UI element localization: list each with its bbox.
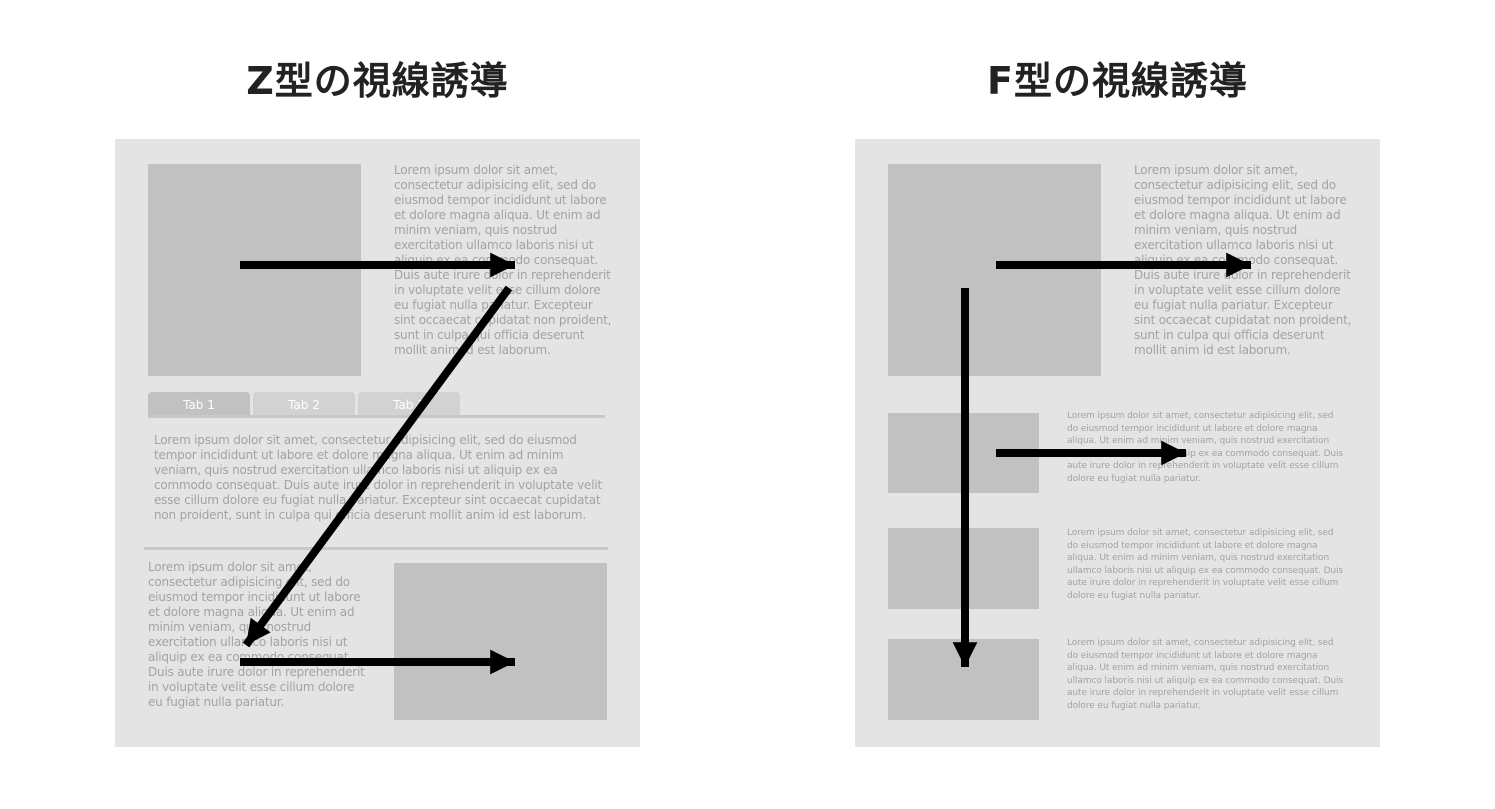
body-text: Lorem ipsum dolor sit amet, consectetur … <box>1134 163 1352 357</box>
tab-1[interactable]: Tab 1 <box>148 392 250 417</box>
tab-underline <box>148 415 605 418</box>
image-placeholder <box>394 563 607 720</box>
list-item-text: Lorem ipsum dolor sit amet, consectetur … <box>1067 411 1343 484</box>
tab-content-text: Lorem ipsum dolor sit amet, consectetur … <box>154 433 602 522</box>
arrow-diagonal-icon <box>242 285 513 648</box>
body-text: Lorem ipsum dolor sit amet, consectetur … <box>148 560 365 709</box>
list-item-text: Lorem ipsum dolor sit amet, consectetur … <box>1067 528 1343 601</box>
image-placeholder <box>888 164 1101 376</box>
z-pattern-title: Z型の視線誘導 <box>246 59 509 103</box>
f-pattern-title: F型の視線誘導 <box>987 59 1248 103</box>
tab-2[interactable]: Tab 2 <box>253 392 355 417</box>
body-text: Lorem ipsum dolor sit amet, consectetur … <box>394 163 612 357</box>
section-divider <box>144 547 608 550</box>
z-pattern-panel: Lorem ipsum dolor sit amet, consectetur … <box>115 139 640 747</box>
list-item-text: Lorem ipsum dolor sit amet, consectetur … <box>1067 638 1343 711</box>
image-placeholder <box>148 164 361 376</box>
f-pattern-panel: Lorem ipsum dolor sit amet, consectetur … <box>855 139 1380 747</box>
